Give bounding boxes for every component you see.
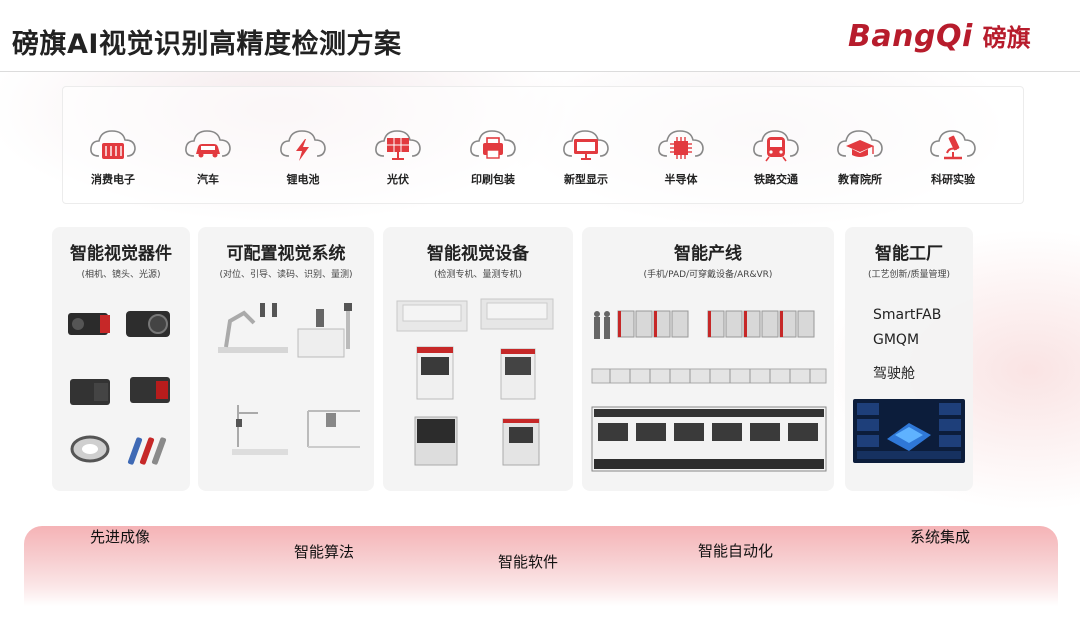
panel-subtitle: (检测专机、量测专机) xyxy=(433,270,523,280)
industry-label: 消费电子 xyxy=(91,173,135,186)
industry-label: 印刷包装 xyxy=(471,173,515,186)
industry-automotive: 汽车 xyxy=(168,123,248,187)
panel-subtitle: (对位、引导、读码、识别、量测) xyxy=(219,270,353,280)
panel-subtitle: (工艺创新/质量管理) xyxy=(867,270,951,280)
factory-item-smartfab: SmartFAB xyxy=(873,307,942,323)
industry-education: 教育院所 xyxy=(820,123,900,187)
panel-smart-factory: 智能工厂 (工艺创新/质量管理) SmartFAB GMQM 驾驶舱 xyxy=(845,227,973,491)
industry-label: 新型显示 xyxy=(564,173,608,186)
microscope-icon xyxy=(930,130,976,160)
vision-components-image xyxy=(68,311,170,465)
logo-text-en: BangQi xyxy=(848,19,973,54)
panel-title: 智能产线 xyxy=(674,244,742,264)
industry-label: 科研实验 xyxy=(931,173,975,186)
industry-label: 光伏 xyxy=(387,173,409,186)
industry-label: 教育院所 xyxy=(838,173,882,186)
logo-text-cn: 磅旗 xyxy=(982,24,1031,52)
factory-item-gmqm: GMQM xyxy=(873,332,920,348)
lightning-icon xyxy=(280,130,326,161)
panel-subtitle: (相机、镜头、光源) xyxy=(81,270,161,280)
train-icon xyxy=(753,130,799,162)
industry-semiconductor: 半导体 xyxy=(641,123,721,187)
panel-configurable-system: 可配置视觉系统 (对位、引导、读码、识别、量测) xyxy=(198,227,374,491)
production-line-image xyxy=(591,310,827,472)
battery-icon xyxy=(90,130,136,159)
industry-lithium-battery: 锂电池 xyxy=(263,123,343,187)
dashboard-image xyxy=(853,399,965,463)
industry-rail-transit: 铁路交通 xyxy=(736,123,816,187)
industry-new-display: 新型显示 xyxy=(546,123,626,187)
vision-equipment-image xyxy=(396,298,554,466)
panel-vision-components: 智能视觉器件 (相机、镜头、光源) xyxy=(52,227,190,491)
solar-panel-icon xyxy=(375,130,421,160)
industry-label: 汽车 xyxy=(197,173,219,186)
configurable-system-image xyxy=(218,303,360,455)
capability-system-integration: 系统集成 xyxy=(910,528,971,546)
page-title: 磅旗AI视觉识别高精度检测方案 xyxy=(12,29,402,60)
graduation-cap-icon xyxy=(837,130,883,157)
industry-photovoltaic: 光伏 xyxy=(358,123,438,187)
chip-icon xyxy=(658,130,704,159)
capability-band xyxy=(24,526,1058,606)
industry-scientific-research: 科研实验 xyxy=(913,123,993,187)
capability-smart-algorithm: 智能算法 xyxy=(294,543,355,561)
capability-advanced-imaging: 先进成像 xyxy=(90,528,151,546)
header: 磅旗AI视觉识别高精度检测方案 BangQi 磅旗 xyxy=(0,0,1080,72)
monitor-icon xyxy=(563,130,609,160)
capability-smart-software: 智能软件 xyxy=(498,553,559,571)
capability-smart-automation: 智能自动化 xyxy=(698,542,774,560)
panel-title: 智能工厂 xyxy=(875,244,943,264)
brand-logo: BangQi 磅旗 xyxy=(848,18,1031,54)
panel-subtitle: (手机/PAD/可穿戴设备/AR&VR) xyxy=(643,270,773,280)
industry-label: 铁路交通 xyxy=(754,173,798,186)
car-icon xyxy=(185,130,231,158)
panel-title: 智能视觉设备 xyxy=(427,244,529,264)
industry-consumer-electronics: 消费电子 xyxy=(73,123,153,187)
industry-label: 半导体 xyxy=(664,173,698,186)
industry-row: 消费电子 汽车 锂电池 光伏 xyxy=(62,86,1024,204)
printer-icon xyxy=(470,130,516,159)
panel-title: 可配置视觉系统 xyxy=(226,244,346,264)
industry-label: 锂电池 xyxy=(286,173,320,186)
panel-production-line: 智能产线 (手机/PAD/可穿戴设备/AR&VR) xyxy=(582,227,834,491)
panel-vision-equipment: 智能视觉设备 (检测专机、量测专机) xyxy=(383,227,573,491)
factory-item-cockpit: 驾驶舱 xyxy=(873,366,915,382)
industry-printing-packaging: 印刷包装 xyxy=(453,123,533,187)
panel-title: 智能视觉器件 xyxy=(70,244,172,264)
